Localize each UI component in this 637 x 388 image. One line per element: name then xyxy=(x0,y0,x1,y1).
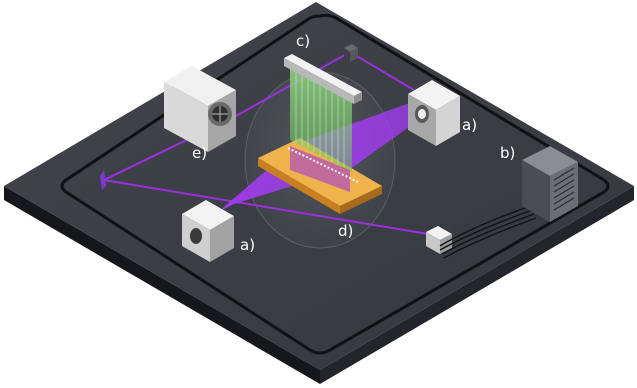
trap-region xyxy=(290,146,350,192)
label-d: d) xyxy=(338,222,353,240)
device-a-left xyxy=(182,200,234,262)
server-rack-b xyxy=(522,146,578,222)
mirror-top xyxy=(344,44,358,62)
device-a-right xyxy=(408,80,460,146)
optical-bar-c xyxy=(284,54,362,104)
label-b: b) xyxy=(500,144,515,162)
mirror-left xyxy=(100,170,106,190)
label-a-left: a) xyxy=(240,236,255,254)
rail-track xyxy=(60,13,610,355)
cables xyxy=(439,205,537,259)
atom-array-line xyxy=(287,147,359,183)
device-e xyxy=(164,66,236,152)
platform-left-side xyxy=(4,186,320,384)
platform-right-side xyxy=(320,186,634,384)
label-e: e) xyxy=(192,144,207,162)
label-a-right: a) xyxy=(462,116,477,134)
label-c: c) xyxy=(296,32,310,50)
